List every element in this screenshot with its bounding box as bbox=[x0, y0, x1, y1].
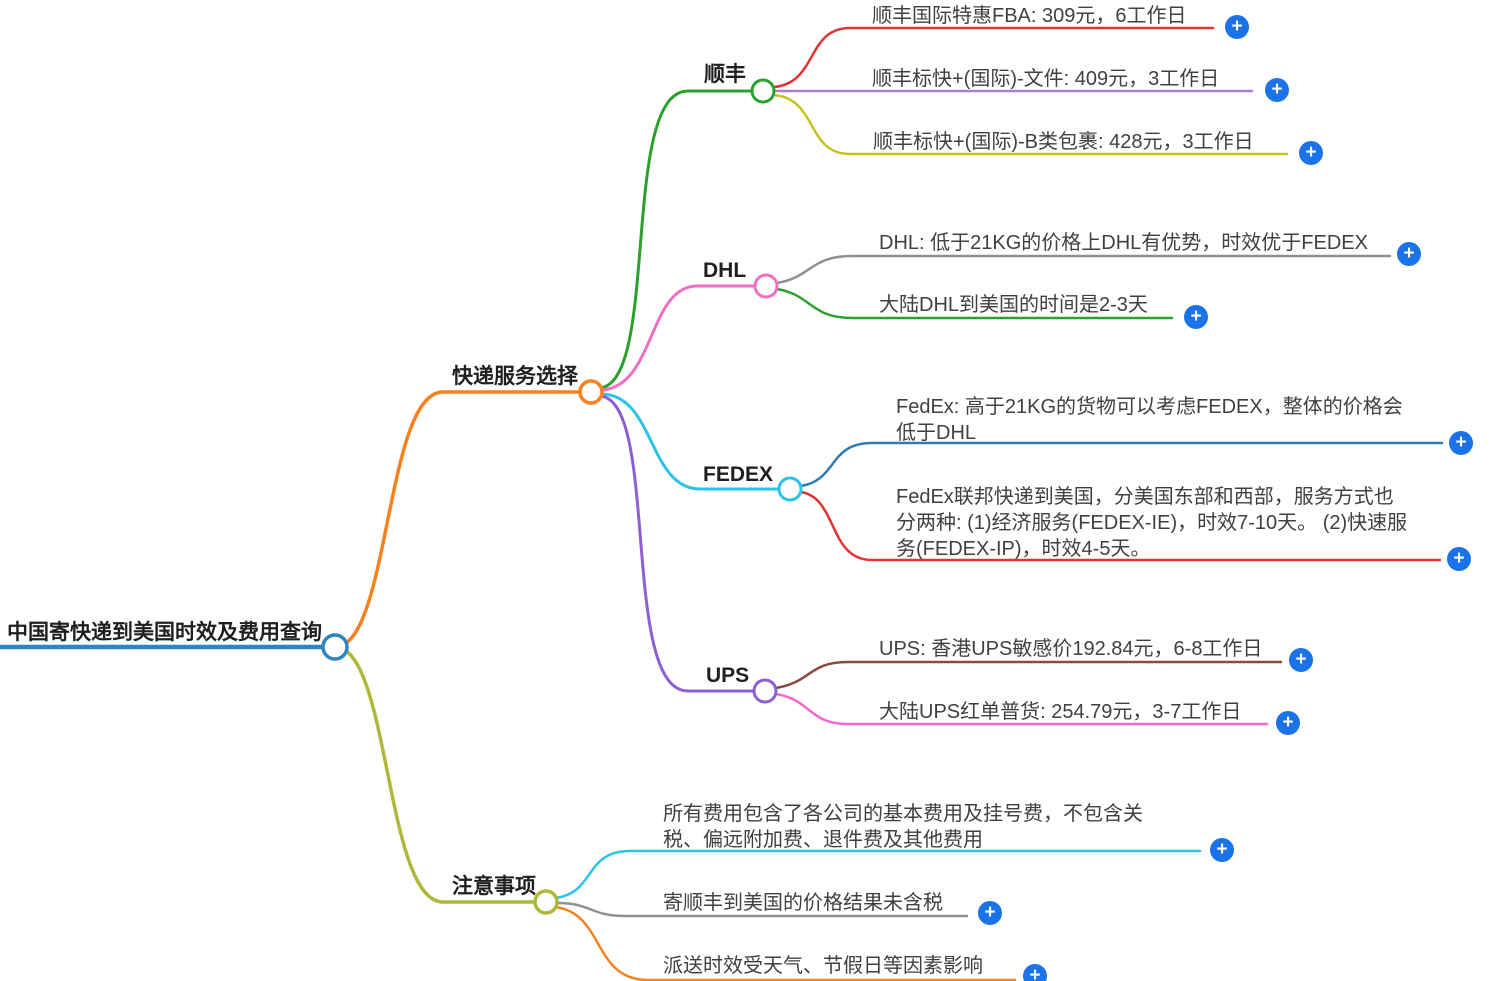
leaf-line-note-fee bbox=[554, 849, 1202, 900]
leaf-text: 税、偏远附加费、退件费及其他费用 bbox=[663, 829, 983, 851]
leaf-note-fee[interactable]: 所有费用包含了各公司的基本费用及挂号费，不包含关 税、偏远附加费、退件费及其他费… bbox=[663, 801, 1143, 853]
leaf-line-note-tax bbox=[555, 901, 969, 918]
node-dhl-label[interactable]: DHL bbox=[703, 259, 747, 282]
leaf-line-sf-fba bbox=[772, 26, 1215, 89]
leaf-text: 大陆UPS红单普货: 254.79元，3-7工作日 bbox=[879, 701, 1242, 723]
plus-icon: + bbox=[1455, 431, 1467, 453]
expand-button-fedex-price[interactable]: + bbox=[1449, 431, 1473, 455]
node-service-label[interactable]: 快递服务选择 bbox=[452, 365, 578, 388]
expand-button-note-tax[interactable]: + bbox=[978, 901, 1002, 925]
leaf-line-fedex-service bbox=[799, 490, 1442, 562]
node-dot-sf[interactable] bbox=[750, 78, 776, 104]
leaf-note-tax[interactable]: 寄顺丰到美国的价格结果未含税 bbox=[663, 890, 943, 916]
leaf-text: 顺丰国际特惠FBA: 309元，6工作日 bbox=[872, 5, 1187, 27]
leaf-text: 分两种: (1)经济服务(FEDEX-IE)，时效7-10天。 (2)快速服 bbox=[896, 512, 1408, 534]
plus-icon: + bbox=[1295, 648, 1307, 670]
plus-icon: + bbox=[1403, 242, 1415, 264]
node-ups-label[interactable]: UPS bbox=[706, 664, 750, 687]
plus-icon: + bbox=[1029, 964, 1041, 981]
expand-button-sf-doc[interactable]: + bbox=[1265, 78, 1289, 102]
plus-icon: + bbox=[1282, 711, 1294, 733]
leaf-note-weather[interactable]: 派送时效受天气、节假日等因素影响 bbox=[663, 953, 983, 979]
leaf-text: 顺丰标快+(国际)-B类包裹: 428元，3工作日 bbox=[873, 131, 1254, 153]
expand-button-note-weather[interactable]: + bbox=[1023, 964, 1047, 981]
leaf-dhl-time[interactable]: 大陆DHL到美国的时间是2-3天 bbox=[879, 292, 1148, 318]
node-dot-fedex[interactable] bbox=[777, 476, 803, 502]
leaf-dhl-advantage[interactable]: DHL: 低于21KG的价格上DHL有优势，时效优于FEDEX bbox=[879, 230, 1368, 256]
plus-icon: + bbox=[1305, 141, 1317, 163]
leaf-ups-cn[interactable]: 大陆UPS红单普货: 254.79元，3-7工作日 bbox=[879, 699, 1241, 725]
node-root-label[interactable]: 中国寄快递到美国时效及费用查询 bbox=[7, 621, 322, 644]
expand-button-note-fee[interactable]: + bbox=[1210, 838, 1234, 862]
expand-button-dhl-advantage[interactable]: + bbox=[1397, 242, 1421, 266]
leaf-sf-doc[interactable]: 顺丰标快+(国际)-文件: 409元，3工作日 bbox=[872, 66, 1219, 92]
leaf-text: 顺丰标快+(国际)-文件: 409元，3工作日 bbox=[872, 68, 1220, 90]
node-dot-service[interactable] bbox=[578, 379, 604, 405]
leaf-text: 低于DHL bbox=[896, 422, 977, 444]
branch-service-dhl bbox=[599, 284, 756, 392]
leaf-sf-parcel[interactable]: 顺丰标快+(国际)-B类包裹: 428元，3工作日 bbox=[873, 129, 1254, 155]
plus-icon: + bbox=[1231, 15, 1243, 37]
node-dot-notes[interactable] bbox=[533, 889, 559, 915]
plus-icon: + bbox=[1190, 305, 1202, 327]
leaf-text: 寄顺丰到美国的价格结果未含税 bbox=[663, 892, 943, 914]
leaf-text: DHL: 低于21KG的价格上DHL有优势，时效优于FEDEX bbox=[879, 232, 1368, 254]
leaf-text: 所有费用包含了各公司的基本费用及挂号费，不包含关 bbox=[663, 803, 1143, 825]
leaf-text: FedEx联邦快递到美国，分美国东部和西部，服务方式也 bbox=[896, 486, 1394, 508]
leaf-text: UPS: 香港UPS敏感价192.84元，6-8工作日 bbox=[879, 638, 1263, 660]
plus-icon: + bbox=[1216, 838, 1228, 860]
leaf-text: FedEx: 高于21KG的货物可以考虑FEDEX，整体的价格会 bbox=[896, 396, 1403, 418]
expand-button-sf-fba[interactable]: + bbox=[1225, 15, 1249, 39]
leaf-line-note-weather bbox=[553, 905, 1017, 981]
leaf-line-ups-cn bbox=[774, 692, 1269, 726]
leaf-line-sf-parcel bbox=[772, 93, 1289, 156]
node-dot-dhl[interactable] bbox=[753, 273, 779, 299]
leaf-text: 大陆DHL到美国的时间是2-3天 bbox=[879, 294, 1148, 316]
leaf-text: 务(FEDEX-IP)，时效4-5天。 bbox=[896, 538, 1151, 560]
leaf-line-ups-hk bbox=[774, 660, 1283, 690]
plus-icon: + bbox=[984, 901, 996, 923]
expand-button-fedex-service[interactable]: + bbox=[1447, 547, 1471, 571]
branch-service-ups bbox=[598, 394, 755, 693]
leaf-line-dhl-time bbox=[775, 287, 1174, 320]
node-dot-root[interactable] bbox=[321, 633, 349, 661]
leaf-text: 派送时效受天气、节假日等因素影响 bbox=[663, 955, 983, 977]
expand-button-ups-hk[interactable]: + bbox=[1289, 648, 1313, 672]
expand-button-sf-parcel[interactable]: + bbox=[1299, 141, 1323, 165]
expand-button-dhl-time[interactable]: + bbox=[1184, 305, 1208, 329]
node-notes-label[interactable]: 注意事项 bbox=[452, 875, 536, 898]
leaf-sf-fba[interactable]: 顺丰国际特惠FBA: 309元，6工作日 bbox=[872, 3, 1187, 29]
node-fedex-label[interactable]: FEDEX bbox=[703, 463, 774, 486]
leaf-line-fedex-price bbox=[799, 441, 1444, 488]
node-dot-ups[interactable] bbox=[752, 678, 778, 704]
node-sf-label[interactable]: 顺丰 bbox=[704, 63, 746, 86]
branch-root-notes bbox=[333, 645, 537, 904]
branch-root-service bbox=[333, 390, 582, 649]
expand-button-ups-cn[interactable]: + bbox=[1276, 711, 1300, 735]
leaf-fedex-service[interactable]: FedEx联邦快递到美国，分美国东部和西部，服务方式也 分两种: (1)经济服务… bbox=[896, 484, 1407, 562]
leaf-fedex-price[interactable]: FedEx: 高于21KG的货物可以考虑FEDEX，整体的价格会 低于DHL bbox=[896, 394, 1403, 446]
leaf-line-dhl-advantage bbox=[775, 254, 1392, 285]
branch-service-sf bbox=[598, 89, 754, 390]
plus-icon: + bbox=[1271, 78, 1283, 100]
plus-icon: + bbox=[1453, 547, 1465, 569]
branch-service-fedex bbox=[599, 392, 780, 491]
leaf-ups-hk[interactable]: UPS: 香港UPS敏感价192.84元，6-8工作日 bbox=[879, 636, 1262, 662]
